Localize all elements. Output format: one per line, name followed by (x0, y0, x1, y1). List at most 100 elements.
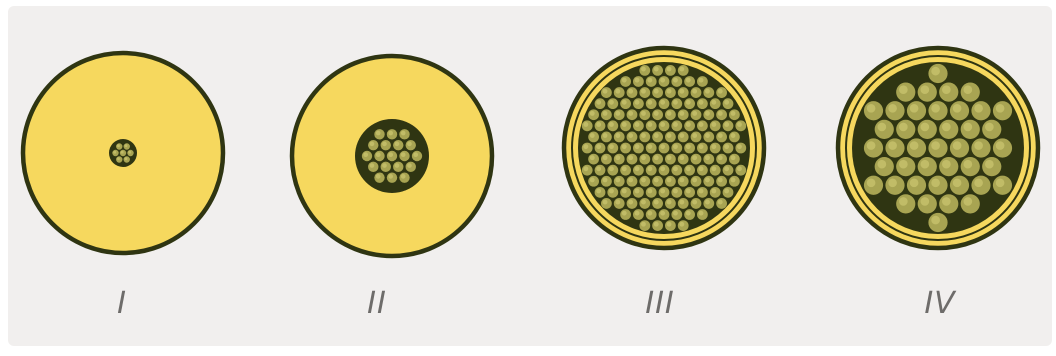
dot-highlight (583, 122, 588, 127)
dot-highlight (376, 152, 381, 157)
dot-highlight (705, 89, 710, 94)
dot-highlight (692, 177, 697, 182)
label-figure-2: II (317, 286, 437, 321)
dot-highlight (590, 133, 595, 138)
dot-highlight (921, 123, 930, 132)
dot-highlight (382, 163, 387, 168)
dot-highlight (667, 111, 672, 116)
dot-highlight (596, 189, 601, 194)
label-figure-3: III (600, 286, 720, 321)
dot-highlight (622, 100, 627, 105)
dot-highlight (673, 189, 678, 194)
dot-highlight (737, 144, 742, 149)
dot-highlight (413, 152, 418, 157)
dot-highlight (867, 141, 876, 150)
dot-highlight (395, 142, 400, 147)
dot-highlight (921, 85, 930, 94)
dot-highlight (888, 179, 897, 188)
dot-highlight (635, 211, 640, 216)
dot-highlight (724, 166, 729, 171)
dot-highlight (117, 144, 120, 147)
dot-highlight (718, 200, 723, 205)
dot-highlight (622, 211, 627, 216)
dot-highlight (692, 133, 697, 138)
dot-highlight (603, 177, 608, 182)
dot-highlight (654, 111, 659, 116)
dot-highlight (878, 160, 887, 169)
dot-highlight (942, 197, 951, 206)
dot-highlight (647, 78, 652, 83)
dot-highlight (641, 67, 646, 72)
dot-highlight (711, 144, 716, 149)
dot-highlight (622, 144, 627, 149)
dot-highlight (705, 155, 710, 160)
dot-highlight (615, 133, 620, 138)
cross-section-1 (23, 53, 223, 253)
dot-highlight (388, 131, 393, 136)
dot-highlight (654, 67, 659, 72)
dot-highlight (596, 100, 601, 105)
dot-highlight (921, 197, 930, 206)
dot-highlight (899, 85, 908, 94)
dot-highlight (603, 89, 608, 94)
dot-highlight (654, 89, 659, 94)
dot-highlight (628, 111, 633, 116)
dot-highlight (699, 166, 704, 171)
dot-highlight (363, 152, 368, 157)
dot-highlight (603, 111, 608, 116)
dot-highlight (996, 141, 1005, 150)
dot-highlight (699, 189, 704, 194)
dot-highlight (590, 155, 595, 160)
dot-highlight (628, 133, 633, 138)
dot-highlight (974, 179, 983, 188)
dot-highlight (724, 122, 729, 127)
dot-highlight (635, 122, 640, 127)
dot-highlight (718, 89, 723, 94)
dot-highlight (867, 104, 876, 113)
dot-highlight (615, 200, 620, 205)
dot-highlight (964, 123, 973, 132)
dot-highlight (583, 144, 588, 149)
dot-highlight (711, 122, 716, 127)
dot-highlight (128, 151, 131, 154)
dot-highlight (635, 100, 640, 105)
dot-highlight (609, 166, 614, 171)
dot-highlight (910, 179, 919, 188)
dot-highlight (596, 144, 601, 149)
dot-highlight (635, 166, 640, 171)
dot-highlight (731, 111, 736, 116)
dot-highlight (660, 100, 665, 105)
dot-highlight (673, 166, 678, 171)
dot-highlight (705, 111, 710, 116)
dot-highlight (718, 133, 723, 138)
dot-highlight (985, 160, 994, 169)
dot-highlight (686, 211, 691, 216)
dot-highlight (692, 200, 697, 205)
dot-highlight (647, 166, 652, 171)
cross-section-2 (292, 56, 492, 256)
dot-highlight (985, 123, 994, 132)
dot-highlight (376, 131, 381, 136)
dot-highlight (667, 133, 672, 138)
dot-highlight (660, 122, 665, 127)
dot-highlight (641, 111, 646, 116)
dot-highlight (705, 177, 710, 182)
dot-highlight (121, 151, 124, 154)
dot-highlight (401, 152, 406, 157)
dot-highlight (641, 200, 646, 205)
dot-highlight (974, 141, 983, 150)
dot-highlight (686, 166, 691, 171)
dot-highlight (583, 166, 588, 171)
dot-highlight (899, 123, 908, 132)
dot-highlight (660, 211, 665, 216)
dot-highlight (711, 166, 716, 171)
dot-highlight (996, 179, 1005, 188)
dot-highlight (615, 89, 620, 94)
dot-highlight (401, 131, 406, 136)
dot-highlight (603, 155, 608, 160)
dot-highlight (964, 85, 973, 94)
dot-highlight (718, 177, 723, 182)
dot-highlight (647, 100, 652, 105)
dot-highlight (615, 155, 620, 160)
dot-highlight (718, 111, 723, 116)
